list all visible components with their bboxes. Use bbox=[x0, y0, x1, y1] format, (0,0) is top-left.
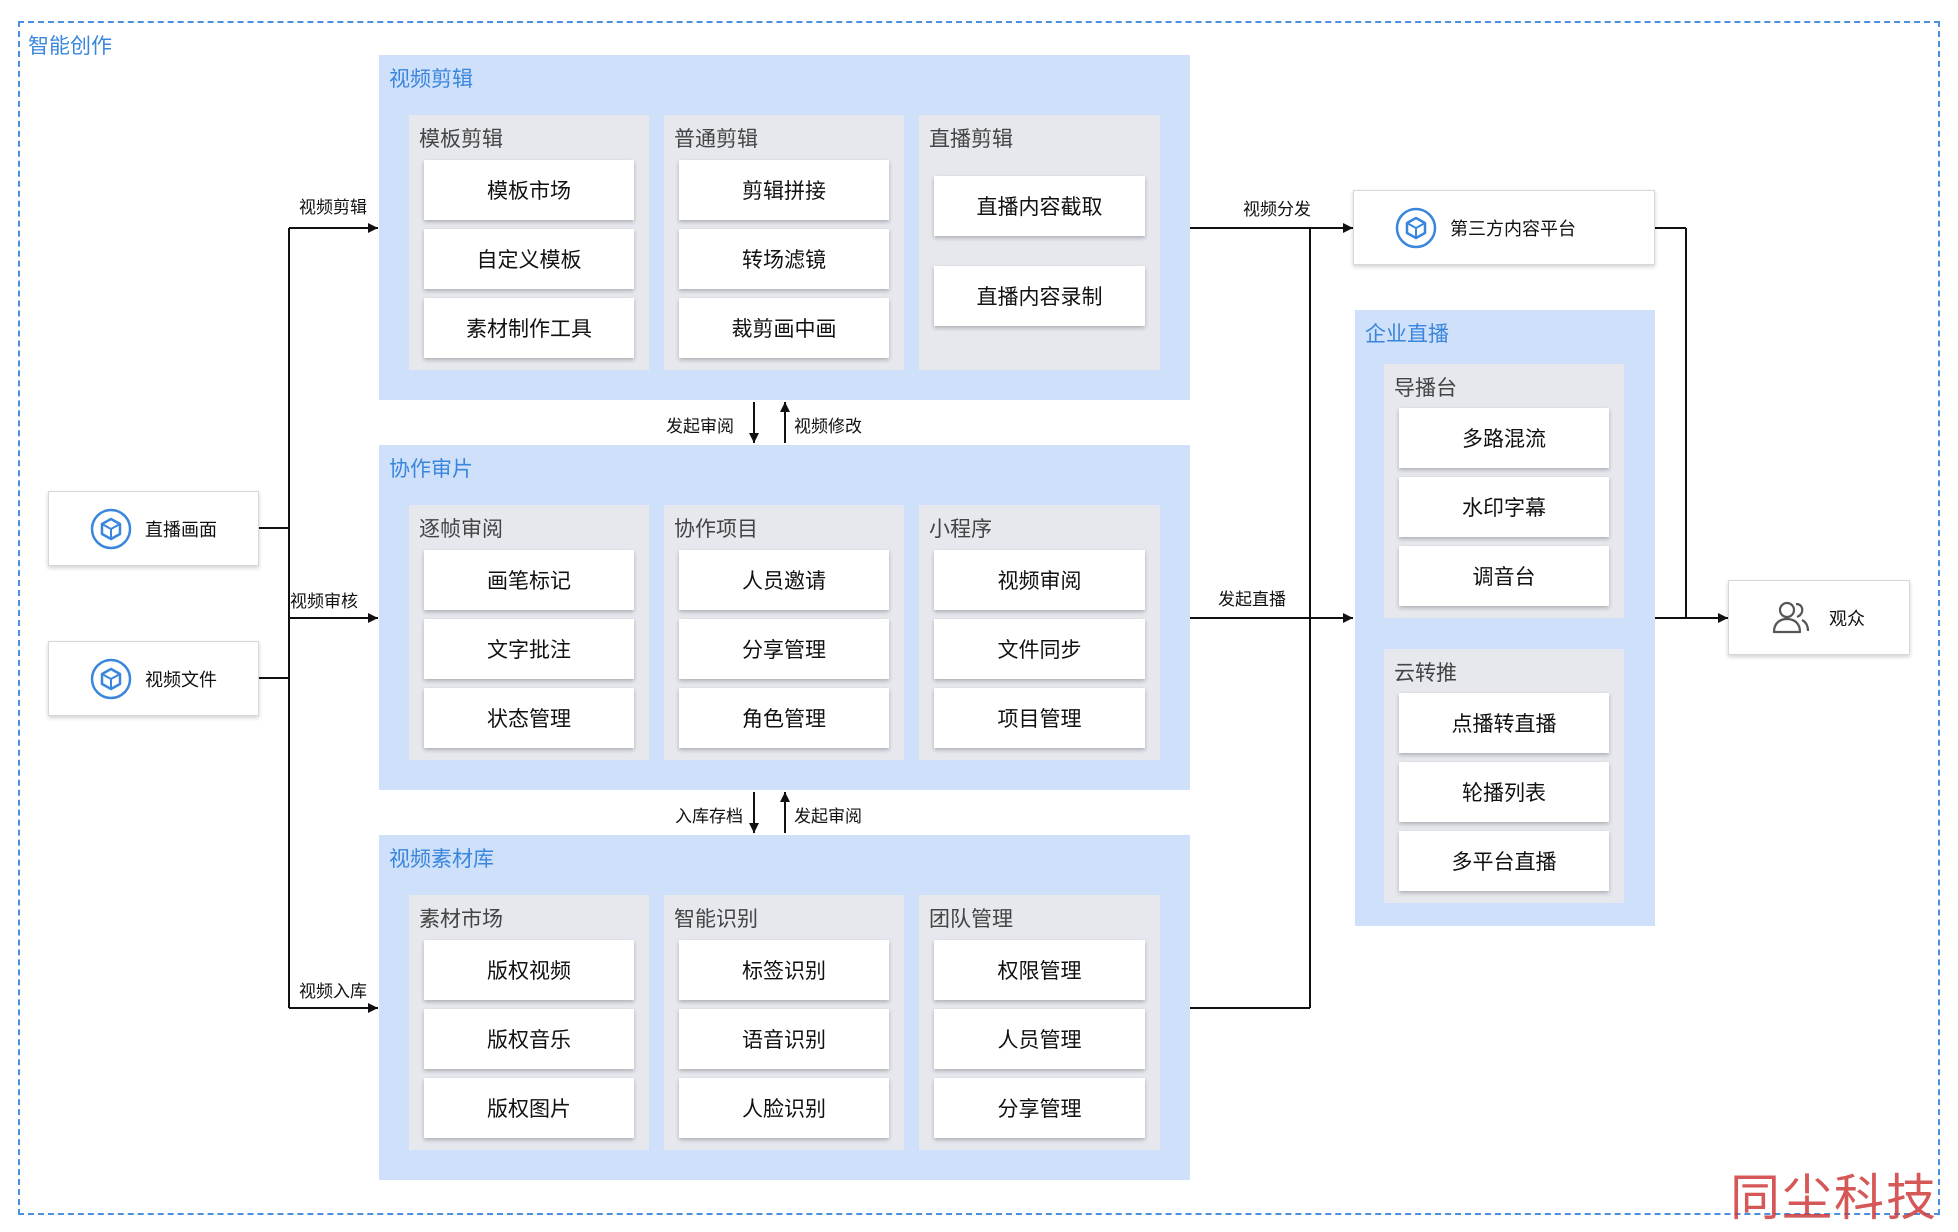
item-multi-platform-live[interactable]: 多平台直播 bbox=[1399, 831, 1609, 891]
item-tag-recognition[interactable]: 标签识别 bbox=[679, 940, 889, 1000]
cube-icon bbox=[90, 508, 132, 549]
panel-title: 协作审片 bbox=[389, 457, 473, 481]
item-share-management[interactable]: 分享管理 bbox=[679, 619, 889, 679]
item-face-recognition[interactable]: 人脸识别 bbox=[679, 1078, 889, 1138]
item-project-management[interactable]: 项目管理 bbox=[934, 688, 1145, 748]
item-multi-stream-mix[interactable]: 多路混流 bbox=[1399, 408, 1609, 468]
item-status-management[interactable]: 状态管理 bbox=[424, 688, 634, 748]
item-permission-management[interactable]: 权限管理 bbox=[934, 940, 1145, 1000]
third-party-platform-label: 第三方内容平台 bbox=[1450, 218, 1576, 240]
smart-creation-title: 智能创作 bbox=[28, 34, 112, 58]
group-title: 直播剪辑 bbox=[929, 127, 1013, 151]
item-transition-filter[interactable]: 转场滤镜 bbox=[679, 229, 889, 289]
group-title: 云转推 bbox=[1394, 661, 1457, 685]
group-title: 素材市场 bbox=[419, 907, 503, 931]
item-share-management-2[interactable]: 分享管理 bbox=[934, 1078, 1145, 1138]
item-member-invite[interactable]: 人员邀请 bbox=[679, 550, 889, 610]
item-member-management[interactable]: 人员管理 bbox=[934, 1009, 1145, 1069]
group-title: 普通剪辑 bbox=[674, 127, 758, 151]
item-role-management[interactable]: 角色管理 bbox=[679, 688, 889, 748]
item-custom-template[interactable]: 自定义模板 bbox=[424, 229, 634, 289]
group-title: 团队管理 bbox=[929, 907, 1013, 931]
third-party-platform[interactable]: 第三方内容平台 bbox=[1353, 190, 1655, 265]
group-title: 导播台 bbox=[1394, 376, 1457, 400]
panel-title: 视频素材库 bbox=[389, 847, 494, 871]
edge-label-start-live: 发起直播 bbox=[1218, 590, 1286, 610]
item-licensed-video[interactable]: 版权视频 bbox=[424, 940, 634, 1000]
item-video-review[interactable]: 视频审阅 bbox=[934, 550, 1145, 610]
source-live-feed[interactable]: 直播画面 bbox=[48, 491, 259, 566]
item-cut-splice[interactable]: 剪辑拼接 bbox=[679, 160, 889, 220]
item-live-record[interactable]: 直播内容录制 bbox=[934, 266, 1145, 326]
item-licensed-music[interactable]: 版权音乐 bbox=[424, 1009, 634, 1069]
item-speech-recognition[interactable]: 语音识别 bbox=[679, 1009, 889, 1069]
edge-label-library: 视频入库 bbox=[299, 982, 367, 1002]
source-video-file[interactable]: 视频文件 bbox=[48, 641, 259, 716]
item-audio-mixer[interactable]: 调音台 bbox=[1399, 546, 1609, 606]
audience-node[interactable]: 观众 bbox=[1728, 580, 1910, 655]
edge-label-video-revise: 视频修改 bbox=[794, 417, 862, 437]
item-crop-pip[interactable]: 裁剪画中画 bbox=[679, 298, 889, 358]
group-live-editing: 直播剪辑 bbox=[919, 115, 1160, 370]
users-icon bbox=[1772, 601, 1810, 633]
item-vod-to-live[interactable]: 点播转直播 bbox=[1399, 693, 1609, 753]
cube-icon bbox=[1395, 207, 1437, 248]
edge-label-archive: 入库存档 bbox=[675, 807, 743, 827]
audience-label: 观众 bbox=[1829, 608, 1865, 630]
panel-title: 企业直播 bbox=[1365, 322, 1449, 346]
item-file-sync[interactable]: 文件同步 bbox=[934, 619, 1145, 679]
panel-title: 视频剪辑 bbox=[389, 67, 473, 91]
edge-label-review: 视频审核 bbox=[290, 592, 358, 612]
cube-icon bbox=[90, 658, 132, 699]
edge-label-distribute: 视频分发 bbox=[1243, 200, 1311, 220]
source-live-feed-label: 直播画面 bbox=[145, 519, 217, 541]
item-text-annotation[interactable]: 文字批注 bbox=[424, 619, 634, 679]
edge-label-edit: 视频剪辑 bbox=[299, 198, 367, 218]
item-live-clip[interactable]: 直播内容截取 bbox=[934, 176, 1145, 236]
item-watermark-subtitle[interactable]: 水印字幕 bbox=[1399, 477, 1609, 537]
group-title: 逐帧审阅 bbox=[419, 517, 503, 541]
group-title: 智能识别 bbox=[674, 907, 758, 931]
item-brush-mark[interactable]: 画笔标记 bbox=[424, 550, 634, 610]
item-template-market[interactable]: 模板市场 bbox=[424, 160, 634, 220]
source-video-file-label: 视频文件 bbox=[145, 669, 217, 691]
item-asset-tool[interactable]: 素材制作工具 bbox=[424, 298, 634, 358]
group-title: 小程序 bbox=[929, 517, 992, 541]
watermark-text: 同尘科技 bbox=[1730, 1169, 1938, 1227]
item-licensed-image[interactable]: 版权图片 bbox=[424, 1078, 634, 1138]
group-title: 模板剪辑 bbox=[419, 127, 503, 151]
smart-creation-frame bbox=[18, 21, 1940, 1215]
group-title: 协作项目 bbox=[674, 517, 758, 541]
edge-label-start-review-2: 发起审阅 bbox=[794, 807, 862, 827]
item-carousel-list[interactable]: 轮播列表 bbox=[1399, 762, 1609, 822]
edge-label-start-review: 发起审阅 bbox=[666, 417, 734, 437]
